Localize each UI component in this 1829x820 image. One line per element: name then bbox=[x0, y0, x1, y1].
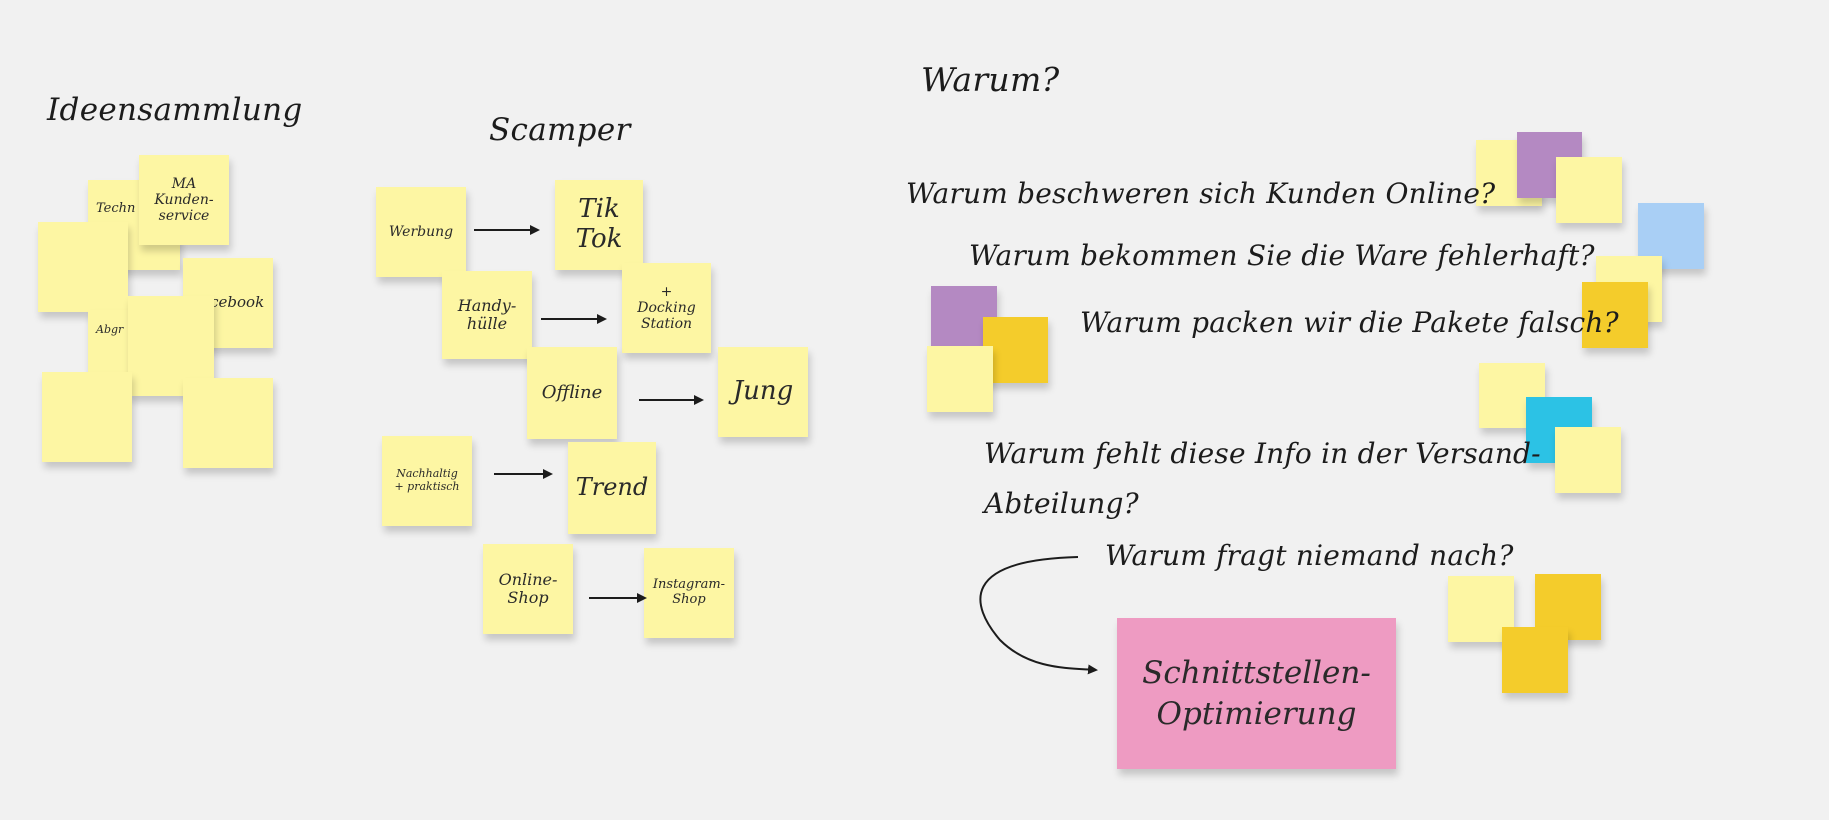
sticky-note-blank[interactable] bbox=[183, 378, 273, 468]
question-4-line-2: Abteilung? bbox=[984, 487, 1139, 520]
sticky-note-text: + Docking Station bbox=[637, 283, 696, 333]
question-4-line-1: Warum fehlt diese Info in der Versand- bbox=[984, 437, 1541, 470]
sticky-note-jung[interactable]: Jung bbox=[718, 347, 808, 437]
sticky-note-blank[interactable] bbox=[42, 372, 132, 462]
sticky-note-docking-station[interactable]: + Docking Station bbox=[622, 263, 711, 353]
sticky-note-online-shop[interactable]: Online- Shop bbox=[483, 544, 573, 634]
sticky-note-text: Schnittstellen- Optimierung bbox=[1142, 655, 1371, 732]
sticky-note-text: Werbung bbox=[388, 223, 454, 240]
question-2: Warum bekommen Sie die Ware fehlerhaft? bbox=[969, 239, 1595, 272]
sticky-note-tiktok[interactable]: Tik Tok bbox=[555, 180, 643, 270]
sticky-note-trend[interactable]: Trend bbox=[568, 442, 656, 534]
sticky-note-text: Handy- hülle bbox=[457, 295, 517, 333]
sticky-note-instagram-shop[interactable]: Instagram- Shop bbox=[644, 548, 734, 638]
sticky-note-werbung[interactable]: Werbung bbox=[376, 187, 466, 277]
question-1: Warum beschweren sich Kunden Online? bbox=[906, 177, 1496, 210]
sticky-note-text: Tik Tok bbox=[575, 194, 623, 254]
sticky-note-offline[interactable]: Offline bbox=[527, 347, 617, 439]
sticky-note-text: MA Kunden- service bbox=[154, 175, 214, 225]
heading-scamper: Scamper bbox=[489, 112, 631, 148]
sticky-note-blank-gold[interactable] bbox=[983, 317, 1048, 383]
sticky-note-text: Abgr bbox=[96, 323, 124, 336]
sticky-note-nachhaltig[interactable]: Nachhaltig + praktisch bbox=[382, 436, 472, 526]
sticky-note-blank[interactable] bbox=[1556, 157, 1622, 223]
sticky-note-blank[interactable] bbox=[927, 346, 993, 412]
sticky-note-schnittstellen-optimierung[interactable]: Schnittstellen- Optimierung bbox=[1117, 618, 1396, 769]
sticky-note-text: Online- Shop bbox=[498, 569, 558, 607]
question-5: Warum fragt niemand nach? bbox=[1105, 539, 1514, 572]
sticky-note-ma-kundenservice[interactable]: MA Kunden- service bbox=[139, 155, 229, 245]
sticky-note-text: Offline bbox=[541, 381, 603, 403]
sticky-note-text: Instagram- Shop bbox=[652, 577, 726, 607]
sticky-note-text: Jung bbox=[732, 376, 794, 407]
sticky-note-blank-gold[interactable] bbox=[1502, 627, 1568, 693]
sticky-note-text: Techn bbox=[96, 201, 136, 216]
sticky-note-text: Nachhaltig + praktisch bbox=[394, 467, 460, 493]
sticky-note-blank[interactable] bbox=[38, 222, 128, 312]
arrow-curved-to-result bbox=[979, 556, 1098, 675]
question-3: Warum packen wir die Pakete falsch? bbox=[1080, 306, 1619, 339]
heading-warum: Warum? bbox=[921, 60, 1060, 99]
sticky-note-handyhuelle[interactable]: Handy- hülle bbox=[442, 271, 532, 359]
sticky-note-blank-gold[interactable] bbox=[1582, 282, 1648, 348]
heading-ideensammlung: Ideensammlung bbox=[47, 92, 303, 128]
sticky-note-blank[interactable] bbox=[1555, 427, 1621, 493]
sticky-note-text: Trend bbox=[575, 473, 649, 502]
